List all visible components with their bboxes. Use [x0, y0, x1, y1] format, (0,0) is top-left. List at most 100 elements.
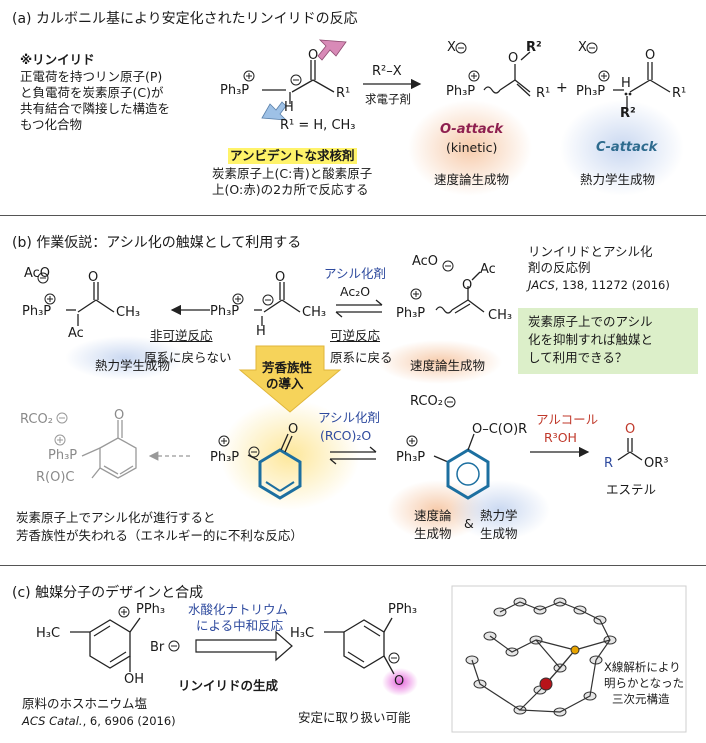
grey-ph3p: Ph₃P [48, 448, 78, 463]
ylide-definition-line: 共有結合で隣接した構造を [20, 101, 171, 116]
reagent-rx: R²–X [372, 64, 402, 79]
xray-caption-line: 三次元構造 [612, 692, 670, 706]
hypothesis-line: して利用できる？ [528, 350, 628, 365]
salt-oh: OH [124, 672, 145, 687]
thermo-ph3p: Ph₃P [22, 304, 52, 319]
o-product-x: X [447, 40, 456, 55]
aromaticity-note: 芳香族性が失われる（エネルギー的に不利な反応） [16, 528, 303, 543]
thermo-ch3: CH₃ [116, 305, 141, 320]
alcohol-label: アルコール [536, 412, 599, 427]
thermo-kind: 熱力学生成物 [95, 358, 171, 373]
aromaticity-arrow-line: の導入 [266, 376, 304, 391]
product-pph3: PPh₃ [388, 602, 418, 617]
c-product-h: H [621, 76, 631, 91]
c-product-ph3p: Ph₃P [576, 84, 606, 99]
o-attack-label: O-attack [440, 122, 504, 137]
xray-caption-line: X線解析により [604, 660, 681, 674]
center-o: O [275, 270, 286, 285]
ylide-definition-line: 正電荷を持つリン原子(P) [20, 69, 163, 84]
product-h3c: H₃C [290, 626, 315, 641]
o-product-ph3p: Ph₃P [446, 84, 476, 99]
center-ch3: CH₃ [302, 305, 327, 320]
ylide-o: O [308, 48, 319, 63]
aromaticity-arrow-line: 芳香族性 [262, 360, 313, 375]
section-b-title: (b) 作業仮説：アシル化の触媒として利用する [12, 235, 302, 251]
ylide-ph3p: Ph₃P [220, 83, 250, 98]
neutralization-line: による中和反応 [196, 618, 284, 633]
ylide-r1: R¹ [336, 86, 351, 101]
thermo-ac: Ac [68, 326, 84, 341]
kinetic-product-line: 生成物 [414, 526, 452, 541]
center-ph3p: Ph₃P [210, 304, 240, 319]
acylating-agent-label-2: アシル化剤 [318, 410, 381, 425]
ylide-h: H [284, 100, 294, 115]
ylide-definition-line: もつ化合物 [20, 117, 83, 132]
acylating-agent-formula-2: (RCO)₂O [320, 428, 372, 443]
kinetic-product-line: 速度論 [414, 508, 452, 523]
reference-journal: JACS [528, 278, 555, 292]
ambident-title: アンビデントな求核剤 [228, 148, 357, 164]
acylating-agent-label: アシル化剤 [324, 266, 387, 281]
c-attack-label: C-attack [596, 140, 658, 155]
reversible-label: 可逆反応 [330, 328, 381, 343]
xray-caption-line: 明らかとなった [604, 676, 685, 690]
hypothesis-line: 炭素原子上でのアシル [528, 314, 653, 329]
neutralization-line: 水酸化ナトリウム [188, 602, 289, 617]
acyl-product-ph3p: Ph₃P [396, 450, 426, 465]
reference-line: リンイリドとアシル化 [528, 244, 653, 259]
thermo-product-line: 生成物 [480, 526, 518, 541]
aromaticity-note: 炭素原子上でアシル化が進行すると [16, 510, 216, 525]
salt-h3c: H₃C [36, 626, 61, 641]
c-product-x: X [578, 40, 587, 55]
ylide-definition-title: ※リンイリド [20, 52, 95, 67]
product-o: O [394, 674, 405, 689]
hypothesis-line: 化を抑制すれば触媒と [528, 332, 654, 347]
kinetic-ch3: CH₃ [488, 308, 513, 323]
reference-citation: , 138, 11272 (2016) [554, 278, 670, 292]
grey-rco2: RCO₂ [20, 412, 53, 427]
section-c-title: (c) 触媒分子のデザインと合成 [12, 585, 204, 601]
section-a-title: (a) カルボニル基により安定化されたリンイリドの反応 [12, 11, 358, 27]
ester-or3: OR³ [644, 456, 669, 471]
salt-br: Br [150, 640, 165, 655]
o-product-r1: R¹ [536, 86, 551, 101]
salt-journal: ACS Catal. [22, 714, 83, 728]
kinetic-aco: AcO [412, 254, 439, 269]
kinetic-o: O [462, 278, 473, 293]
c-product-o: O [645, 48, 656, 63]
thermo-aco: AcO [24, 266, 51, 281]
irreversible-sub: 原系に戻らない [144, 350, 232, 365]
reversible-sub: 原系に戻る [330, 350, 393, 365]
kinetic-ph3p: Ph₃P [396, 306, 426, 321]
acyl-product-ester-group: O–C(O)R [472, 422, 528, 437]
ambident-line: 上(O:赤)の2カ所で反応する [212, 182, 369, 197]
reagent-label: 求電子剤 [365, 92, 411, 106]
ambident-line: 炭素原子上(C:青)と酸素原子 [212, 166, 373, 181]
irreversible-label: 非可逆反応 [150, 328, 213, 343]
o-attack-kinetic: (kinetic) [446, 140, 498, 155]
grey-rooc: R(O)C [36, 470, 75, 485]
ester-r: R [604, 456, 614, 471]
salt-label: 原料のホスホニウム塩 [22, 696, 148, 711]
salt-pph3: PPh₃ [136, 602, 166, 617]
ylide-definition-line: と負電荷を炭素原子(C)が [20, 85, 164, 100]
center-h: H [256, 324, 266, 339]
ester-o: O [625, 422, 636, 437]
divider [0, 215, 706, 216]
aromatic-ylide-ph3p: Ph₃P [210, 450, 240, 465]
divider [0, 565, 706, 566]
c-attack-kind: 熱力学生成物 [580, 172, 656, 187]
o-attack-kind: 速度論生成物 [434, 172, 510, 187]
grey-o: O [114, 408, 125, 423]
thermo-o: O [88, 270, 99, 285]
reference-line: 剤の反応例 [528, 260, 591, 275]
ylide-substituent: R¹ = H, CH₃ [280, 118, 356, 133]
ester-label: エステル [606, 482, 657, 497]
acylating-agent-formula: Ac₂O [340, 284, 371, 299]
plus-sign: + [556, 80, 568, 96]
ampersand: & [464, 516, 474, 531]
o-product-o: O [508, 51, 519, 66]
c-product-r2: R² [620, 106, 636, 121]
aromatic-ylide-o: O [288, 422, 299, 437]
